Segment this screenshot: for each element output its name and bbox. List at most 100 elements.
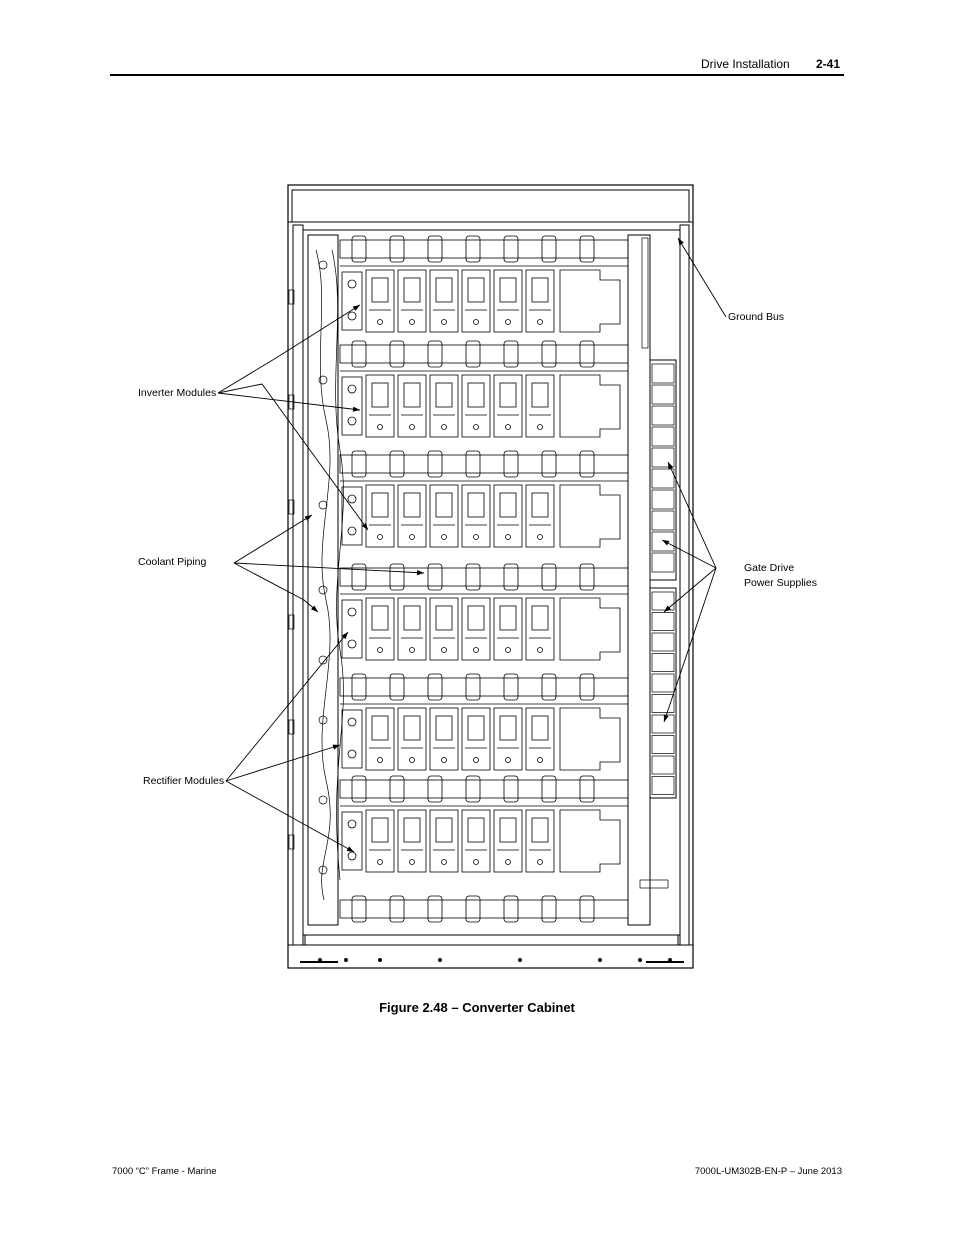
pipe-coupling [579,450,595,478]
module-terminal [409,757,415,763]
left-coupling [341,599,363,659]
module-terminal [473,424,479,430]
gate-drive-psu [651,591,675,611]
module-terminal [409,424,415,430]
pipe-coupling [579,563,595,591]
base-bolt [638,958,642,962]
coolant-header [339,454,629,474]
module-heatsink [435,492,453,518]
module-terminal [441,319,447,325]
module-heatsink [403,715,421,741]
coolant-header [339,239,629,259]
pipe-coupling [389,563,405,591]
module-terminal [537,534,543,540]
callout-leader [217,392,361,411]
module-heatsink [531,715,549,741]
callout-leader [233,562,425,574]
pipe-coupling [541,775,557,803]
callout-leader [661,539,717,569]
module-terminal [473,647,479,653]
coupling-fitting [347,607,357,617]
door-hinge [288,499,295,515]
ground-bus-bar [641,237,649,349]
leader-arrowhead [332,744,340,750]
coolant-header [339,344,629,364]
power-module [525,809,555,873]
module-terminal [473,859,479,865]
power-module [429,484,459,548]
module-heatsink [371,277,389,303]
module-terminal [537,647,543,653]
module-heatsink [467,382,485,408]
bus-block [559,484,621,548]
frame-fitting [318,260,328,270]
bus-block [559,707,621,771]
cable-run [331,249,344,881]
left-coupling [341,811,363,871]
ground-bus-terminal [639,879,669,889]
module-heatsink [499,492,517,518]
coolant-header [339,567,629,587]
module-terminal [377,757,383,763]
gate-drive-psu [651,489,675,510]
gate-drive-psu [651,673,675,693]
leader-arrowhead [663,714,669,722]
gate-drive-psu [651,632,675,652]
power-module [461,809,491,873]
leader-arrowhead [664,605,672,612]
gate-drive-psu [651,447,675,468]
module-heatsink [531,605,549,631]
pipe-coupling [465,340,481,368]
coupling-fitting [347,279,357,289]
module-terminal [505,424,511,430]
pipe-coupling [503,340,519,368]
power-module [365,269,395,333]
module-heatsink [435,605,453,631]
pipe-coupling [427,340,443,368]
leader-arrowhead [304,515,312,521]
module-heatsink [435,277,453,303]
power-module [525,269,555,333]
module-heatsink [499,817,517,843]
pipe-coupling [351,673,367,701]
pipe-coupling [427,895,443,923]
power-module [365,707,395,771]
module-terminal [377,424,383,430]
power-module [365,484,395,548]
leader-arrowhead [668,462,674,470]
power-module [397,707,427,771]
module-heatsink [403,382,421,408]
coupling-fitting [347,819,357,829]
pipe-coupling [389,340,405,368]
power-module [365,809,395,873]
gate-drive-label-line2: Power Supplies [744,577,817,589]
figure-caption: Figure 2.48 – Converter Cabinet [379,1000,575,1015]
leader-arrowhead [352,406,360,412]
pipe-coupling [579,340,595,368]
module-heatsink [531,277,549,303]
cable-run [315,249,331,901]
module-heatsink [371,817,389,843]
power-module [461,597,491,661]
coupling-fitting [347,749,357,759]
leader-arrowhead [341,632,348,640]
pipe-coupling [465,563,481,591]
pipe-coupling [465,775,481,803]
leader-arrowhead [310,605,318,612]
module-terminal [409,534,415,540]
leader-arrowhead [416,570,424,576]
left-coupling [341,376,363,436]
power-module [461,484,491,548]
module-heatsink [531,382,549,408]
module-heatsink [467,605,485,631]
pipe-coupling [427,563,443,591]
leader-arrowhead [352,305,360,311]
module-terminal [473,534,479,540]
callout-leader [677,237,727,318]
pipe-coupling [389,673,405,701]
power-module [525,707,555,771]
pipe-coupling [541,673,557,701]
pipe-coupling [465,673,481,701]
module-terminal [505,859,511,865]
